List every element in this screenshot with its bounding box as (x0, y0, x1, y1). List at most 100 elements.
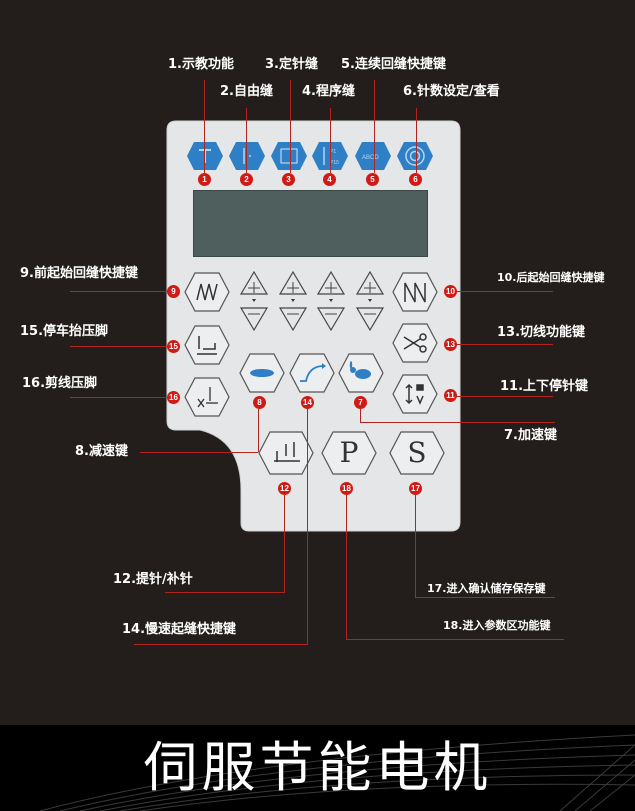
callout-line-3 (290, 80, 291, 173)
badge-7: 7 (354, 396, 367, 409)
minus-icon[interactable] (316, 307, 346, 332)
callout-line-12b (165, 592, 285, 593)
label-continuous-backtack: 5.连续回缝快捷键 (341, 57, 446, 72)
minus-icon[interactable] (239, 307, 269, 332)
badge-2: 2 (240, 173, 253, 186)
callout-line-15 (70, 346, 168, 347)
key-stitch-count[interactable] (396, 141, 434, 171)
plus-icon[interactable] (278, 270, 308, 295)
slow-start-curve-icon (300, 365, 323, 382)
label-stop-lift-foot: 15.停车抬压脚 (20, 324, 109, 339)
label-front-backtack: 9.前起始回缝快捷键 (20, 266, 138, 281)
footer-banner: 伺服节能电机 (0, 725, 635, 811)
badge-8: 8 (253, 396, 266, 409)
needle-up-down-icon (405, 383, 424, 405)
footer-title: 伺服节能电机 (143, 736, 492, 799)
key-needle-up-down[interactable] (392, 374, 438, 414)
lcd-display (193, 190, 428, 257)
param4-stepper[interactable] (355, 270, 385, 340)
minus-icon[interactable] (355, 307, 385, 332)
p-key-label: P (339, 436, 359, 469)
key-rear-backtack[interactable] (392, 272, 438, 312)
param3-stepper[interactable] (316, 270, 346, 340)
callout-line-13 (456, 344, 553, 345)
callout-line-4 (330, 108, 331, 173)
callout-line-6 (416, 108, 417, 173)
param2-stepper[interactable] (278, 270, 308, 340)
s-key-label: S (407, 436, 427, 469)
label-parameter: 18.进入参数区功能键 (443, 619, 551, 632)
callout-line-18a (346, 495, 347, 639)
key-needle-lift-fill[interactable] (258, 431, 314, 475)
label-fixed-stitch: 3.定针缝 (265, 57, 318, 72)
callout-line-17a (415, 495, 416, 597)
callout-line-10 (456, 291, 553, 292)
badge-17: 17 (409, 482, 422, 495)
badge-14: 14 (301, 396, 314, 409)
label-slow-start: 14.慢速起缝快捷键 (122, 622, 237, 637)
decorative-lines (39, 734, 635, 811)
badge-3: 3 (282, 173, 295, 186)
key-slow-down[interactable] (239, 353, 285, 393)
label-thread-trim: 13.切线功能键 (497, 325, 586, 340)
badge-18: 18 (340, 482, 353, 495)
label-rear-backtack: 10.后起始回缝快捷键 (497, 271, 605, 284)
callout-line-14b (134, 644, 308, 645)
teach-icon (199, 149, 211, 163)
badge-11: 11 (444, 389, 457, 402)
callout-line-9 (70, 291, 168, 292)
callout-line-12a (284, 495, 285, 592)
callout-line-16 (70, 397, 168, 398)
badge-10: 10 (444, 285, 457, 298)
rear-backtack-icon (404, 282, 426, 303)
needle-lift-fill-icon (274, 442, 300, 462)
key-trim-lift-foot[interactable] (184, 377, 230, 417)
callout-line-5 (374, 80, 375, 173)
fixed-stitch-icon (280, 148, 298, 164)
badge-1: 1 (198, 173, 211, 186)
callout-line-1 (204, 80, 205, 173)
label-speed-up: 7.加速键 (504, 428, 557, 443)
svg-text:P1: P1 (330, 149, 336, 155)
plus-icon[interactable] (239, 270, 269, 295)
callout-line-7a (360, 409, 361, 422)
stitch-count-icon (405, 146, 425, 166)
badge-13: 13 (444, 338, 457, 351)
key-continuous-backtack[interactable]: ABCD (354, 141, 392, 171)
label-needle-up-down: 11.上下停针键 (500, 379, 589, 394)
param1-stepper[interactable] (239, 270, 269, 340)
callout-line-2 (246, 108, 247, 173)
key-speed-up[interactable] (338, 353, 384, 393)
label-program-sewing: 4.程序缝 (302, 84, 355, 99)
key-stop-lift-foot[interactable] (184, 325, 230, 365)
label-free-sewing: 2.自由缝 (220, 84, 273, 99)
badge-5: 5 (366, 173, 379, 186)
key-parameter-p[interactable] (321, 431, 377, 475)
presser-foot-up-icon (197, 336, 217, 355)
callout-line-18b (346, 639, 564, 640)
badge-6: 6 (409, 173, 422, 186)
plus-icon[interactable] (316, 270, 346, 295)
callout-line-11 (456, 396, 553, 397)
front-backtack-icon (196, 283, 218, 301)
trim-foot-icon (197, 387, 218, 408)
key-slow-start[interactable] (289, 353, 335, 393)
badge-12: 12 (278, 482, 291, 495)
key-free-sewing[interactable] (228, 141, 266, 171)
badge-15: 15 (167, 340, 180, 353)
free-sewing-icon (243, 148, 251, 164)
key-front-backtack[interactable] (184, 272, 230, 312)
label-teach: 1.示教功能 (168, 57, 234, 72)
key-save-s[interactable] (389, 431, 445, 475)
key-fixed-stitch[interactable] (270, 141, 308, 171)
plus-icon[interactable] (355, 270, 385, 295)
key-teach[interactable] (186, 141, 224, 171)
label-trim-lift-foot: 16.剪线压脚 (22, 376, 98, 391)
minus-icon[interactable] (278, 307, 308, 332)
key-thread-trim[interactable] (392, 323, 438, 363)
badge-16: 16 (167, 391, 180, 404)
turtle-icon (250, 369, 274, 377)
rabbit-icon (349, 361, 371, 379)
